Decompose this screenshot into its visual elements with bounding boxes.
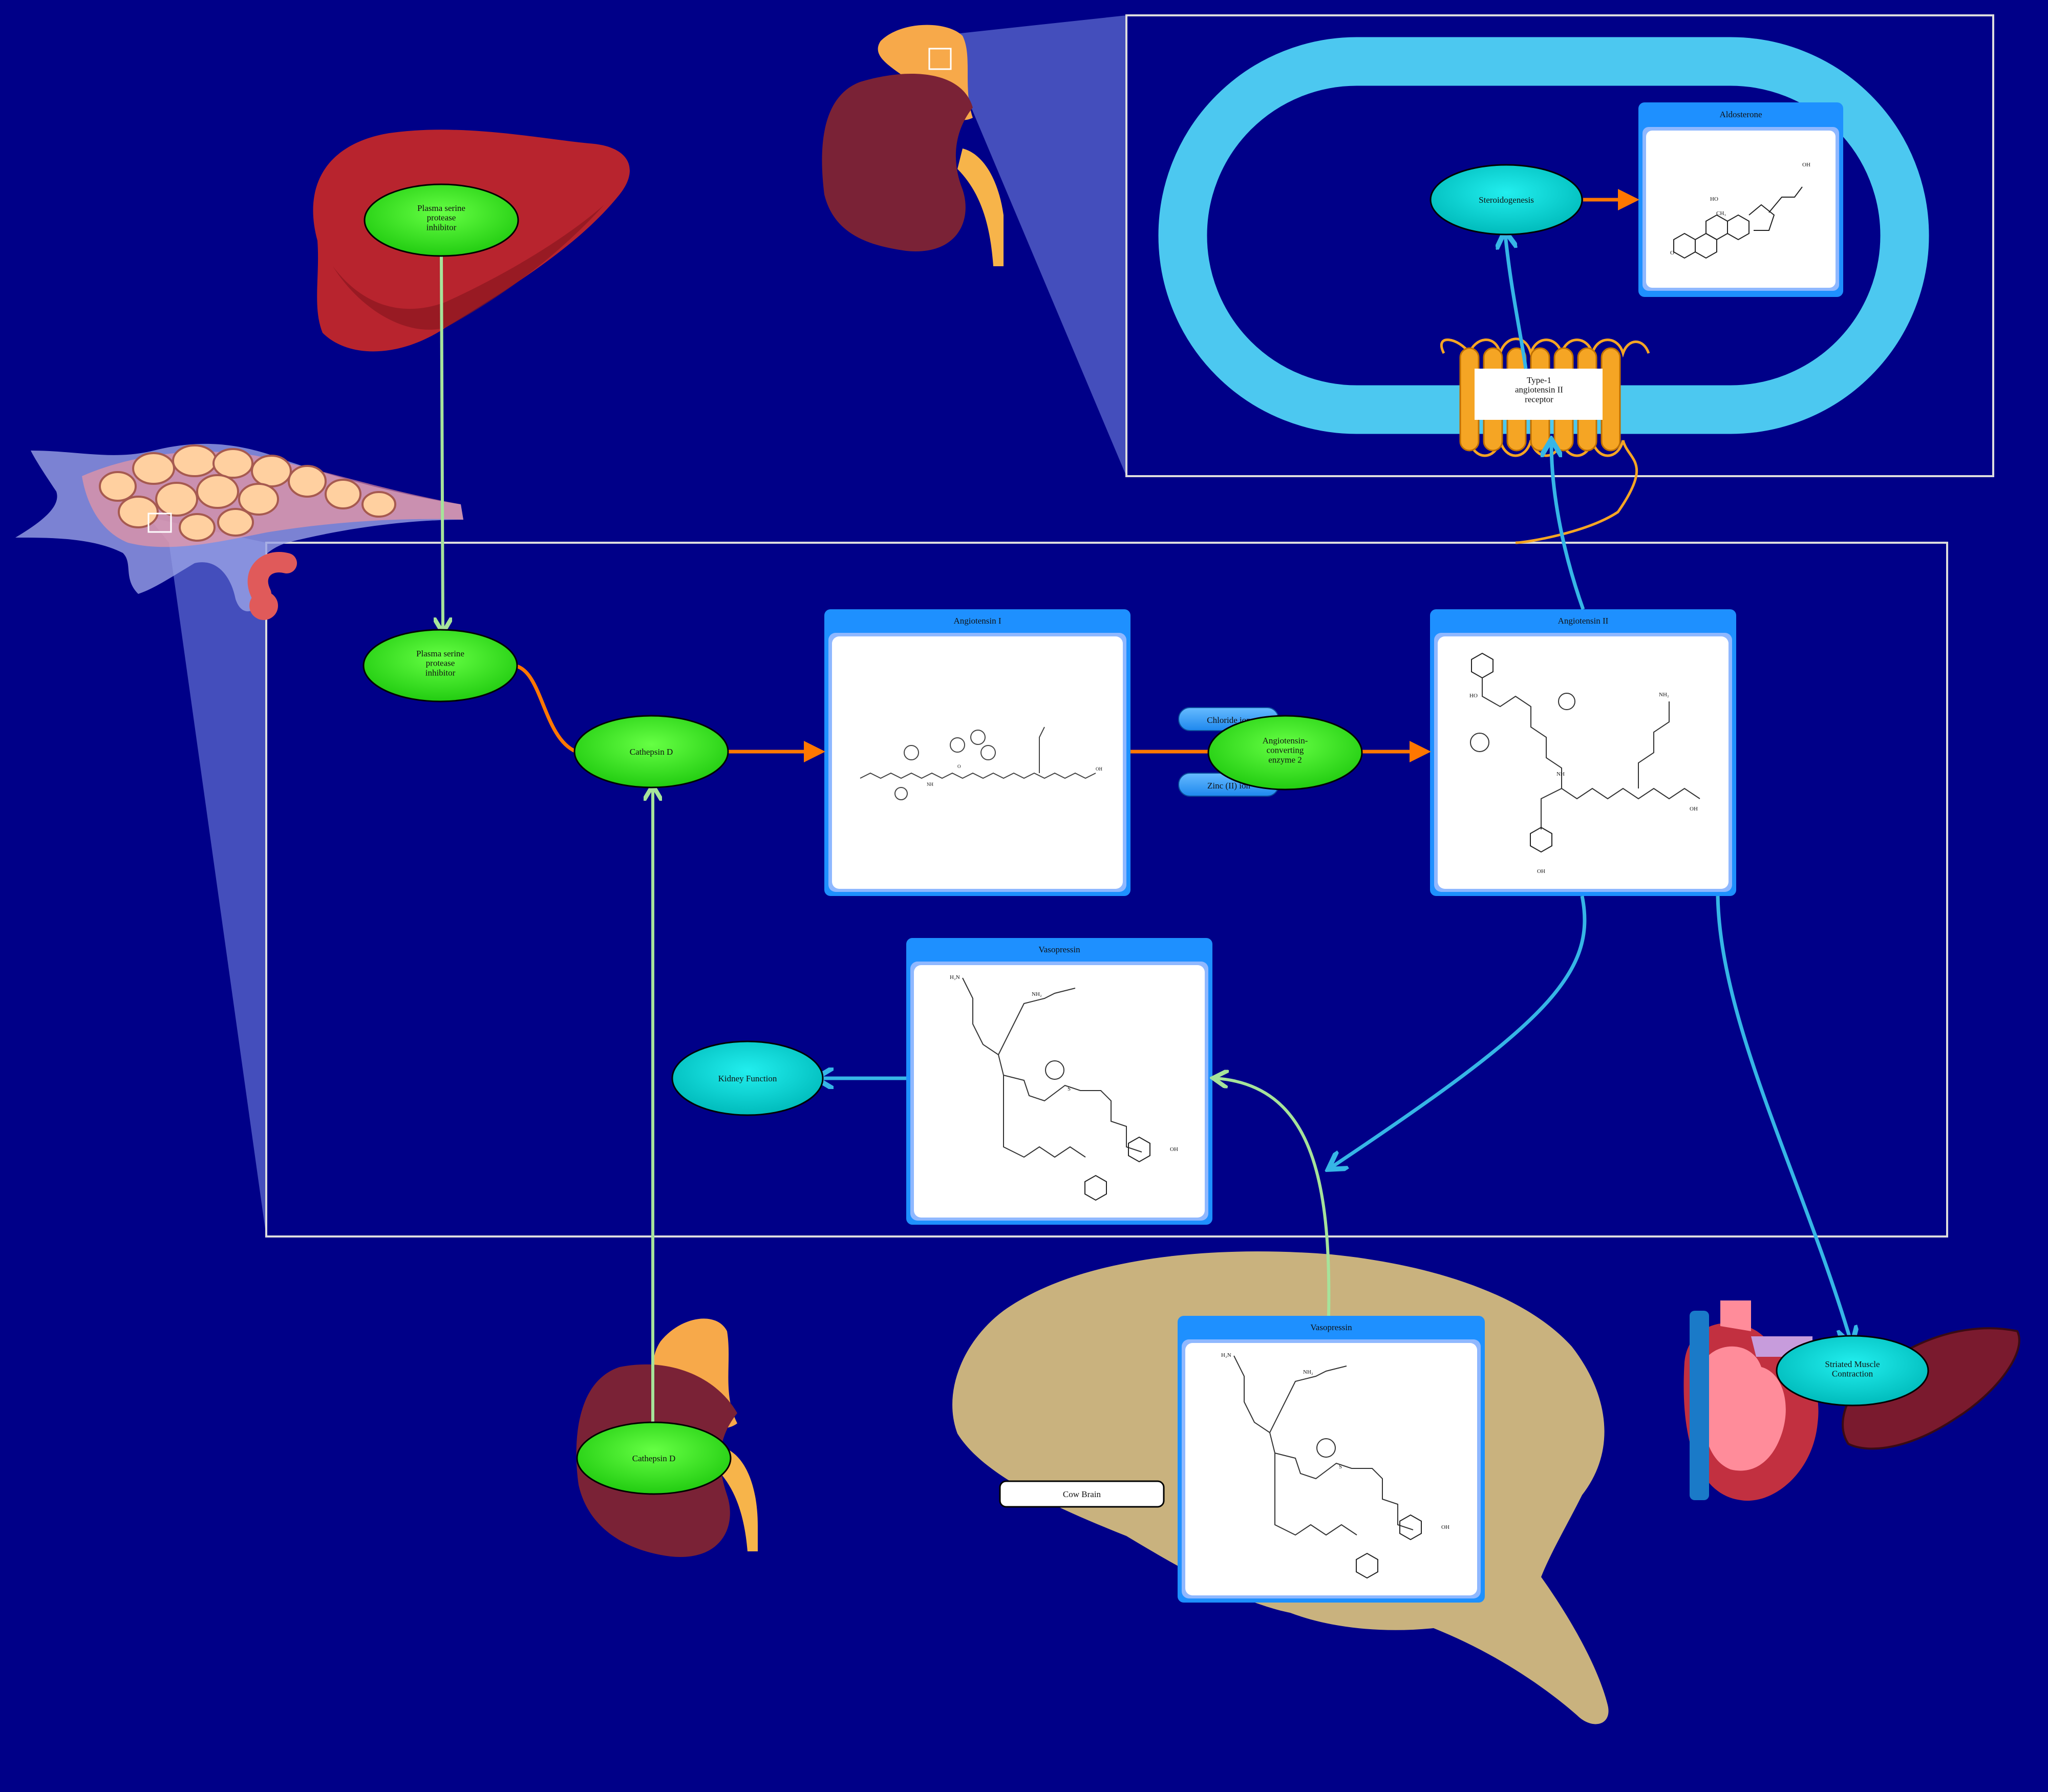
angiotensin-i-title: Angiotensin I: [953, 616, 1001, 626]
angiotensin-i-atom-nh: NH: [927, 782, 933, 787]
pancreas-tissue-illustration: [15, 443, 463, 620]
cow-brain-label: Cow Brain: [1063, 1489, 1101, 1499]
edge-angiotensin-ii-to-receptor: [1551, 443, 1585, 610]
cathepsin-d-label: Cathepsin D: [630, 747, 673, 757]
angiotensin-ii-atom-oh-2: OH: [1690, 806, 1698, 812]
plasma-frame: [265, 542, 1948, 1238]
vasopressin-brain-atom-h2n: H₂N: [1221, 1352, 1231, 1358]
adrenal-cell-frame: [1125, 14, 1994, 477]
kidney-function-label: Kidney Function: [718, 1074, 777, 1083]
cathepsin-d-node[interactable]: Cathepsin D: [573, 715, 729, 788]
aldosterone-atom-o: O: [1670, 250, 1674, 256]
vasopressin-main-atom-h2n: H₂N: [950, 974, 960, 980]
steroidogenesis-label: Steroidogenesis: [1479, 195, 1534, 205]
vasopressin-main-atom-nh2: NH₂: [1032, 991, 1042, 997]
cathepsin-d-kidney-label: Cathepsin D: [632, 1454, 676, 1463]
edge-inhibitor-to-cathepsin: [514, 664, 577, 754]
angiotensin-ii-title: Angiotensin II: [1558, 616, 1609, 626]
edge-angiotensin-ii-to-vasopressin: [1331, 895, 1587, 1167]
edge-liver-to-plasma-inhibitor: [441, 255, 443, 630]
aldosterone-atom-ch3: CH₃: [1716, 210, 1726, 217]
vasopressin-main-atom-oh: OH: [1170, 1146, 1178, 1153]
edge-angiotensin-ii-to-striated-muscle: [1716, 895, 1851, 1341]
kidney-adrenal-illustration-top: [822, 25, 1004, 266]
aldosterone-atom-ho: HO: [1710, 196, 1718, 202]
angiotensin-i-atom-oh: OH: [1096, 766, 1102, 772]
steroidogenesis-node[interactable]: Steroidogenesis: [1430, 164, 1583, 236]
vasopressin-brain-atom-oh: OH: [1441, 1524, 1449, 1530]
aldosterone-title: Aldosterone: [1719, 110, 1762, 119]
angiotensin-ii-atom-nh: NH: [1556, 771, 1565, 777]
kidney-function-node[interactable]: Kidney Function: [671, 1040, 824, 1116]
vasopressin-main-box: Vasopressin H₂N NH₂ S OH: [906, 938, 1212, 1225]
edge-brain-vasopressin-to-vasopressin: [1216, 1078, 1331, 1316]
angiotensin-ii-atom-ho: HO: [1469, 693, 1478, 699]
vasopressin-brain-atom-s: S: [1339, 1464, 1342, 1470]
angiotensin-ii-atom-nh2: NH₂: [1659, 692, 1669, 698]
aldosterone-atom-oh: OH: [1802, 162, 1810, 168]
vasopressin-main-title: Vasopressin: [1038, 945, 1080, 954]
vasopressin-brain-title: Vasopressin: [1310, 1322, 1352, 1332]
vasopressin-main-atom-s: S: [1068, 1086, 1071, 1092]
cathepsin-d-kidney-node[interactable]: Cathepsin D: [576, 1421, 732, 1495]
kidney-zoom-callout: [937, 15, 1126, 476]
cow-brain-label-box: Cow Brain: [999, 1480, 1165, 1508]
aldosterone-box: Aldosterone HO CH₃ OH O: [1638, 102, 1843, 297]
angiotensin-i-atom-o: O: [957, 764, 961, 769]
angiotensin-ii-atom-oh: OH: [1537, 868, 1545, 874]
vasopressin-brain-box: Vasopressin H₂N NH₂ S OH: [1178, 1316, 1485, 1603]
angiotensin-i-box: Angiotensin I NH O OH: [824, 609, 1130, 896]
tissue-zoom-callout: [148, 517, 266, 1236]
vasopressin-brain-atom-nh2: NH₂: [1303, 1369, 1313, 1375]
angiotensin-ii-box: Angiotensin II HO NH OH OH NH₂: [1430, 609, 1736, 896]
edge-receptor-to-steroidogenesis: [1505, 234, 1528, 369]
